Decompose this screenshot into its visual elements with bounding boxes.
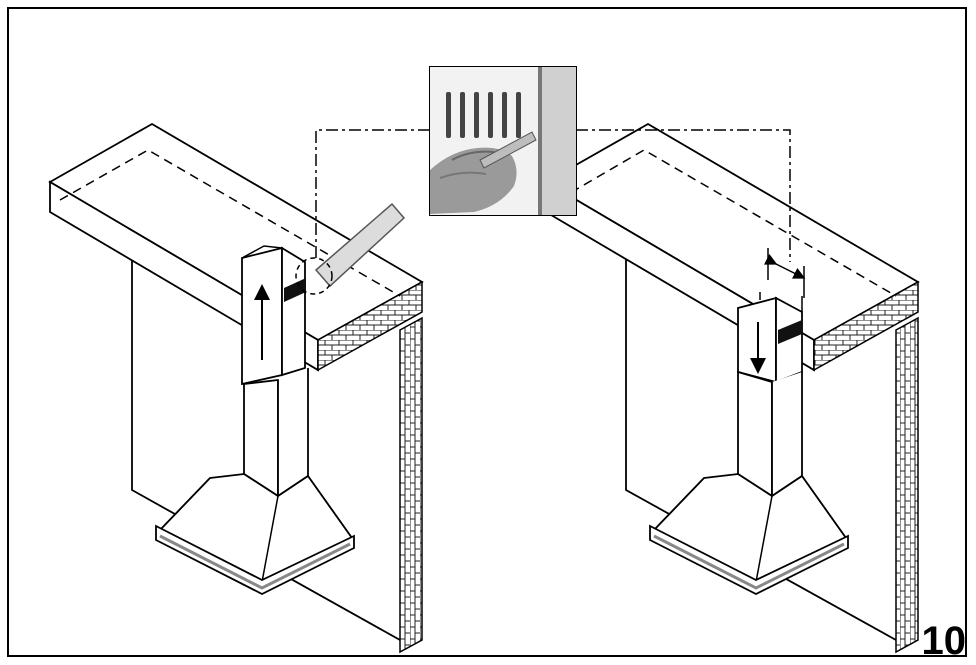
right-ceiling-dashed: [557, 149, 897, 297]
left-back-wall: [131, 248, 401, 641]
right-hood-canopy: [652, 473, 848, 584]
hand-icon: [430, 147, 517, 214]
detail-callout: [315, 66, 791, 262]
right-hood-base: [649, 524, 849, 596]
pencil-in-hand: [479, 131, 537, 169]
right-assembly: [544, 122, 920, 654]
right-brick-wall: [895, 316, 919, 654]
left-ceiling-brick: [317, 280, 423, 372]
left-hood-canopy: [158, 473, 354, 584]
distance-arrow: [763, 253, 806, 279]
right-leader-line: [576, 129, 791, 262]
bracket-slots: [446, 92, 521, 138]
left-ceiling-dashed: [59, 149, 401, 297]
left-hood-base: [155, 524, 355, 596]
figure-number: 10: [921, 619, 967, 663]
left-bracket: [284, 278, 306, 302]
left-brick-wall: [399, 316, 423, 654]
right-ceiling-brick: [813, 280, 919, 372]
right-bracket: [778, 320, 802, 344]
figure-border: [7, 7, 967, 657]
pencil-icon: [314, 202, 406, 288]
right-back-wall: [625, 248, 897, 641]
left-assembly: [48, 122, 424, 654]
left-mark-circle: [295, 257, 333, 295]
